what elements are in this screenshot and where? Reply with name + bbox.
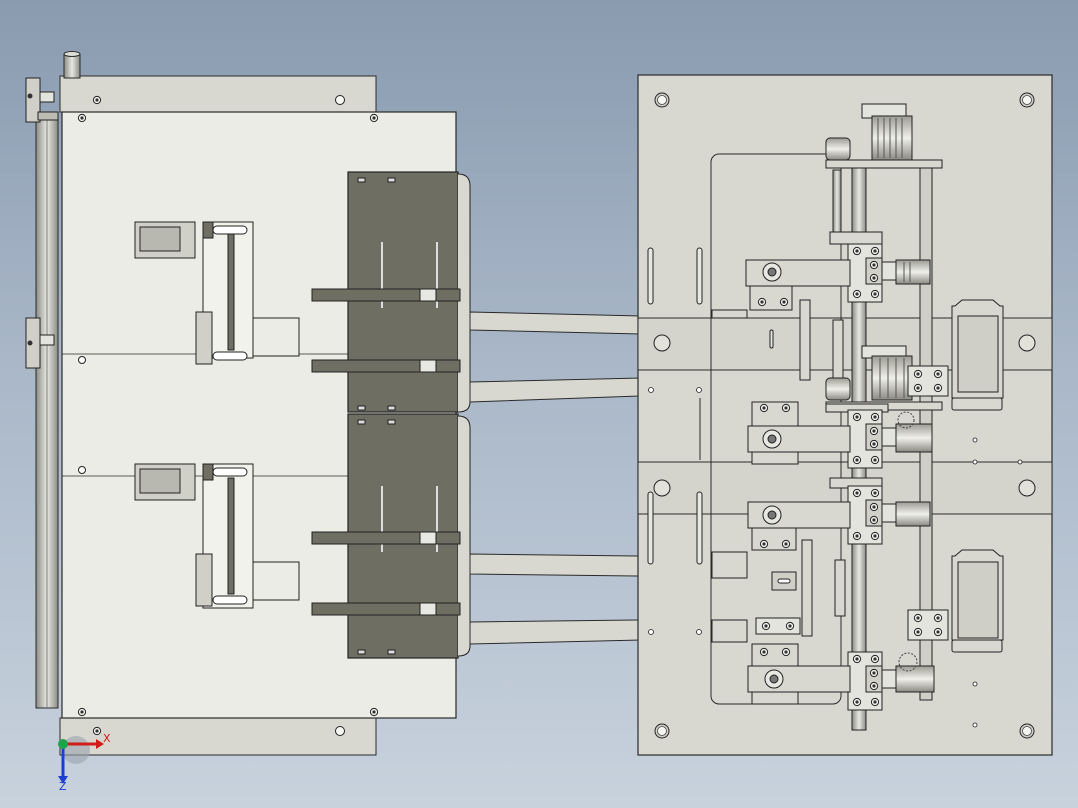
carriage-4 — [747, 609, 949, 711]
carriage-2 — [747, 365, 949, 469]
upper-gripper-block — [311, 171, 471, 413]
lower-gripper-block — [311, 413, 471, 659]
bracket-hole — [335, 726, 345, 736]
carriage-3 — [747, 477, 931, 635]
upper-sensor-unit — [134, 221, 300, 365]
right-plate-assembly[interactable] — [637, 74, 1053, 756]
top-pin — [63, 53, 81, 79]
x-axis-label: X — [103, 732, 111, 745]
side-clamp-mid — [25, 317, 55, 369]
side-clamp-top — [25, 77, 59, 123]
top-bracket — [59, 75, 377, 113]
z-axis-head — [58, 776, 68, 784]
left-frame-assembly[interactable] — [25, 51, 471, 756]
adjustment-slots — [647, 247, 774, 565]
bracket-hole — [335, 95, 345, 105]
right-window-lower — [951, 549, 1004, 653]
y-axis-dot — [58, 739, 68, 749]
x-axis-head — [96, 739, 104, 749]
carriage-1 — [745, 231, 931, 311]
top-stepper-motor — [825, 103, 943, 169]
connecting-rails — [469, 311, 641, 645]
lower-sensor-unit — [134, 463, 300, 609]
right-window-upper — [951, 299, 1004, 411]
z-axis-label: Z — [59, 780, 67, 793]
axis-triad: X Z — [58, 732, 111, 793]
bottom-bracket — [59, 717, 377, 756]
right-base-plate — [637, 74, 1053, 756]
